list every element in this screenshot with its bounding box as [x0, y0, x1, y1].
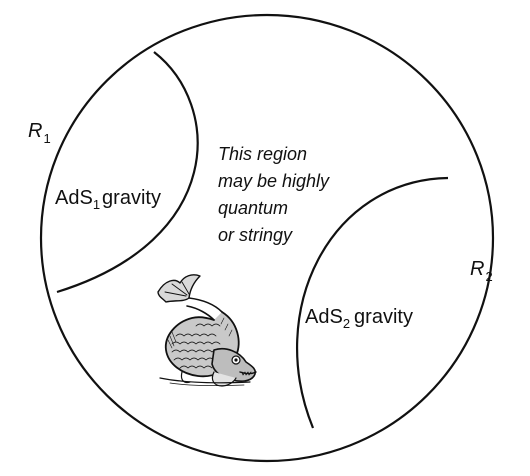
middle-text-line: quantum: [218, 198, 288, 218]
region1-boundary-curve: [56, 51, 199, 294]
sea-monster-icon: [157, 274, 257, 387]
region2-boundary-curve: [296, 176, 449, 429]
middle-text-line: may be highly: [218, 171, 330, 191]
boundary-circle: [39, 13, 495, 463]
r2-label: R2: [470, 258, 493, 284]
middle-text-line: This region: [218, 144, 307, 164]
middle-text-line: or stringy: [218, 225, 293, 245]
middle-region-text: This region may be highly quantum or str…: [218, 144, 330, 245]
r1-label: R1: [28, 120, 51, 146]
